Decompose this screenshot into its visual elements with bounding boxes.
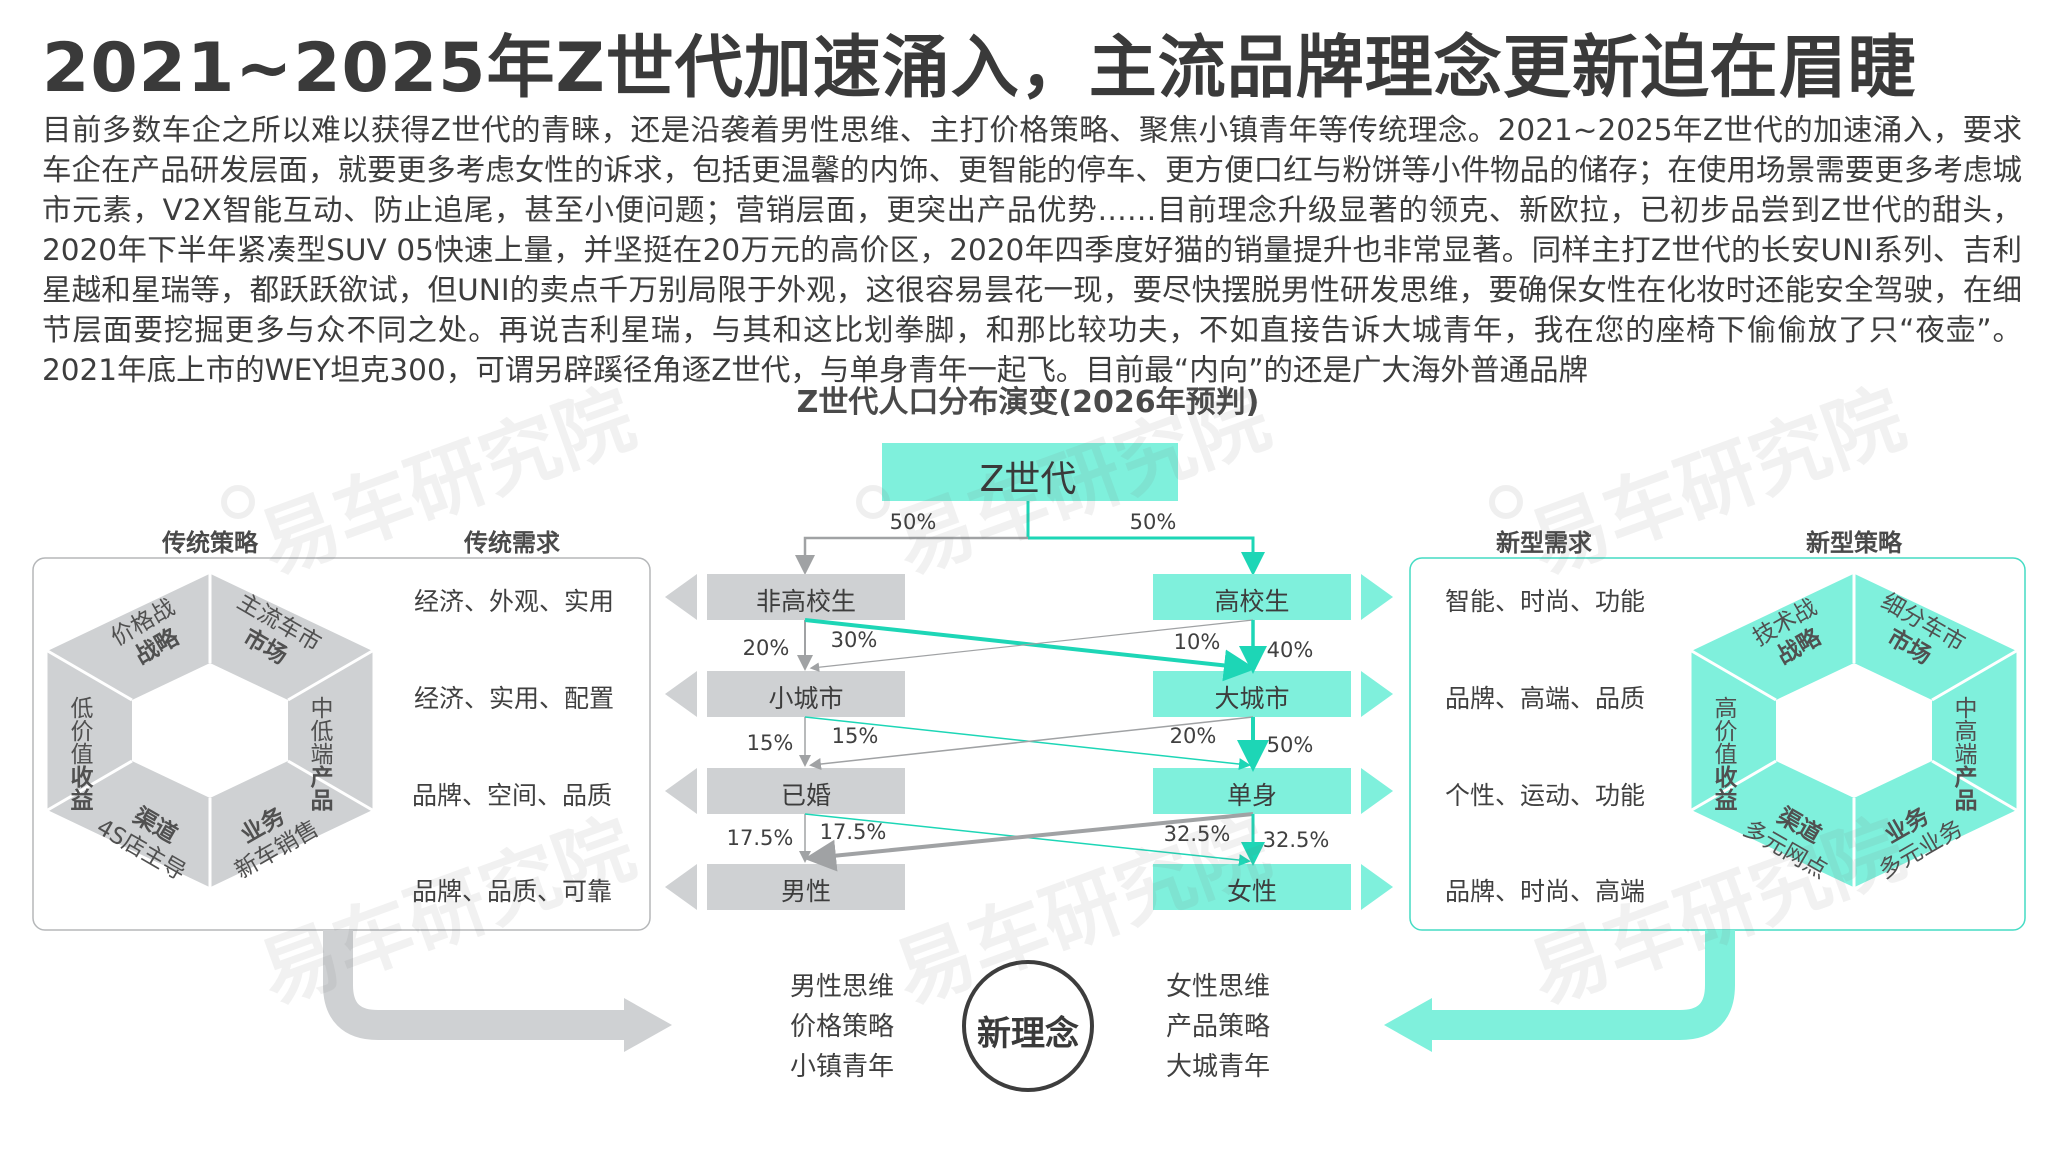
- left-node-label: 已婚: [780, 781, 832, 810]
- flow-pct: 20%: [742, 636, 790, 660]
- watermark-logo-icon: [221, 485, 255, 519]
- right-node-0: [1153, 574, 1351, 620]
- root-right-pct: 50%: [1129, 510, 1177, 534]
- traditional-demand-item: 经济、实用、配置: [413, 684, 615, 713]
- right-node-label: 高校生: [1214, 587, 1290, 616]
- right-bottom-arrowhead: [1384, 998, 1432, 1052]
- left-triangle-0: [665, 574, 697, 620]
- root-left-pct: 50%: [889, 510, 937, 534]
- flow-pct: 40%: [1266, 638, 1314, 662]
- traditional-demand-header: 传统需求: [464, 529, 560, 557]
- left-node-2: [707, 768, 905, 814]
- flow-pct: 32.5%: [1163, 822, 1231, 846]
- new-strategy-header: 新型策略: [1806, 529, 1902, 557]
- watermark-text: 易车研究院: [248, 373, 647, 592]
- watermark-logo-icon: [1489, 485, 1523, 519]
- right-node-label: 大城市: [1214, 684, 1290, 713]
- traditional-demand-item: 品牌、品质、可靠: [411, 877, 613, 906]
- flow-r1-cross: [809, 716, 1254, 770]
- hex-segment: 渠道 多元网点: [1738, 803, 1832, 885]
- flow-pct: 17.5%: [726, 826, 794, 850]
- left-node-label: 男性: [780, 877, 832, 906]
- flow-pct: 30%: [830, 628, 878, 652]
- right-node-2: [1153, 768, 1351, 814]
- left-triangle-3: [665, 864, 697, 910]
- bottom-left-list: 男性思维 价格策略 小镇青年: [789, 972, 895, 1082]
- traditional-hexagon: [44, 570, 376, 891]
- left-bottom-arrow: [323, 930, 628, 1040]
- new-demand-item: 智能、时尚、功能: [1444, 587, 1646, 616]
- right-triangle-1: [1361, 671, 1393, 717]
- left-triangle-1: [665, 671, 697, 717]
- right-node-3: [1153, 864, 1351, 910]
- left-triangle-2: [665, 768, 697, 814]
- flow-pct: 15%: [746, 731, 794, 755]
- flow-r2-cross: [804, 812, 1254, 872]
- traditional-strategy-header: 传统策略: [162, 529, 258, 557]
- new-demand-item: 品牌、高端、品质: [1444, 684, 1646, 713]
- left-node-1: [707, 671, 905, 717]
- left-node-0: [707, 574, 905, 620]
- right-triangle-2: [1361, 768, 1393, 814]
- new-concept-circle: [962, 960, 1094, 1092]
- flow-l0-cross: [804, 618, 1256, 682]
- watermark-text: 易车研究院: [1518, 373, 1917, 592]
- hex-segment: 渠道 4S店主导: [91, 803, 191, 886]
- root-left-arrow: [795, 536, 1028, 575]
- diagram-title: Z世代人口分布演变(2026年预判): [796, 385, 1260, 420]
- hex-segment: 低价值收益: [66, 696, 92, 811]
- page-title: 2021~2025年Z世代加速涌入，主流品牌理念更新迫在眉睫: [42, 29, 1917, 108]
- right-triangle-3: [1361, 864, 1393, 910]
- flow-pct: 10%: [1173, 630, 1221, 654]
- right-triangle-0: [1361, 574, 1393, 620]
- hex-segment: 主流车市 市场: [232, 588, 326, 670]
- right-bottom-arrow: [1428, 930, 1735, 1040]
- flow-pct: 17.5%: [819, 820, 887, 844]
- left-node-3: [707, 864, 905, 910]
- intro-paragraph: 目前多数车企之所以难以获得Z世代的青睐，还是沿袭着男性思维、主打价格策略、聚焦小…: [42, 113, 2022, 387]
- root-label: Z世代: [979, 459, 1077, 500]
- hex-segment: 细分车市 市场: [1876, 588, 1970, 670]
- flow-r0-cross: [809, 619, 1254, 672]
- root-right-arrow: [1028, 536, 1265, 576]
- hex-segment: 技术战 战略: [1748, 594, 1826, 670]
- hex-segment: 高价值收益: [1710, 696, 1736, 811]
- traditional-demand-item: 品牌、空间、品质: [411, 781, 613, 810]
- new-demand-item: 个性、运动、功能: [1444, 781, 1646, 810]
- right-node-label: 单身: [1226, 781, 1278, 810]
- left-node-label: 小城市: [768, 684, 844, 713]
- bottom-right-list: 女性思维 产品策略 大城青年: [1165, 972, 1271, 1082]
- new-demand-item: 品牌、时尚、高端: [1444, 877, 1646, 906]
- left-node-label: 非高校生: [755, 587, 857, 616]
- watermark-logo-icon: [856, 485, 890, 519]
- flow-pct: 50%: [1266, 733, 1314, 757]
- new-concept-label: 新理念: [977, 1014, 1079, 1054]
- right-node-label: 女性: [1226, 877, 1278, 906]
- flow-pct: 15%: [831, 724, 879, 748]
- new-hexagon: [1688, 570, 2020, 891]
- traditional-demand-item: 经济、外观、实用: [413, 587, 615, 616]
- flow-pct: 20%: [1169, 724, 1217, 748]
- hex-segment: 价格战 战略: [106, 594, 184, 670]
- hex-segment: 中高端产品: [1950, 696, 1976, 811]
- flow-pct: 32.5%: [1262, 828, 1330, 852]
- new-demand-header: 新型需求: [1496, 529, 1592, 557]
- root-box: [882, 443, 1178, 501]
- hex-segment: 中低端产品: [306, 696, 332, 811]
- left-bottom-arrowhead: [624, 998, 672, 1052]
